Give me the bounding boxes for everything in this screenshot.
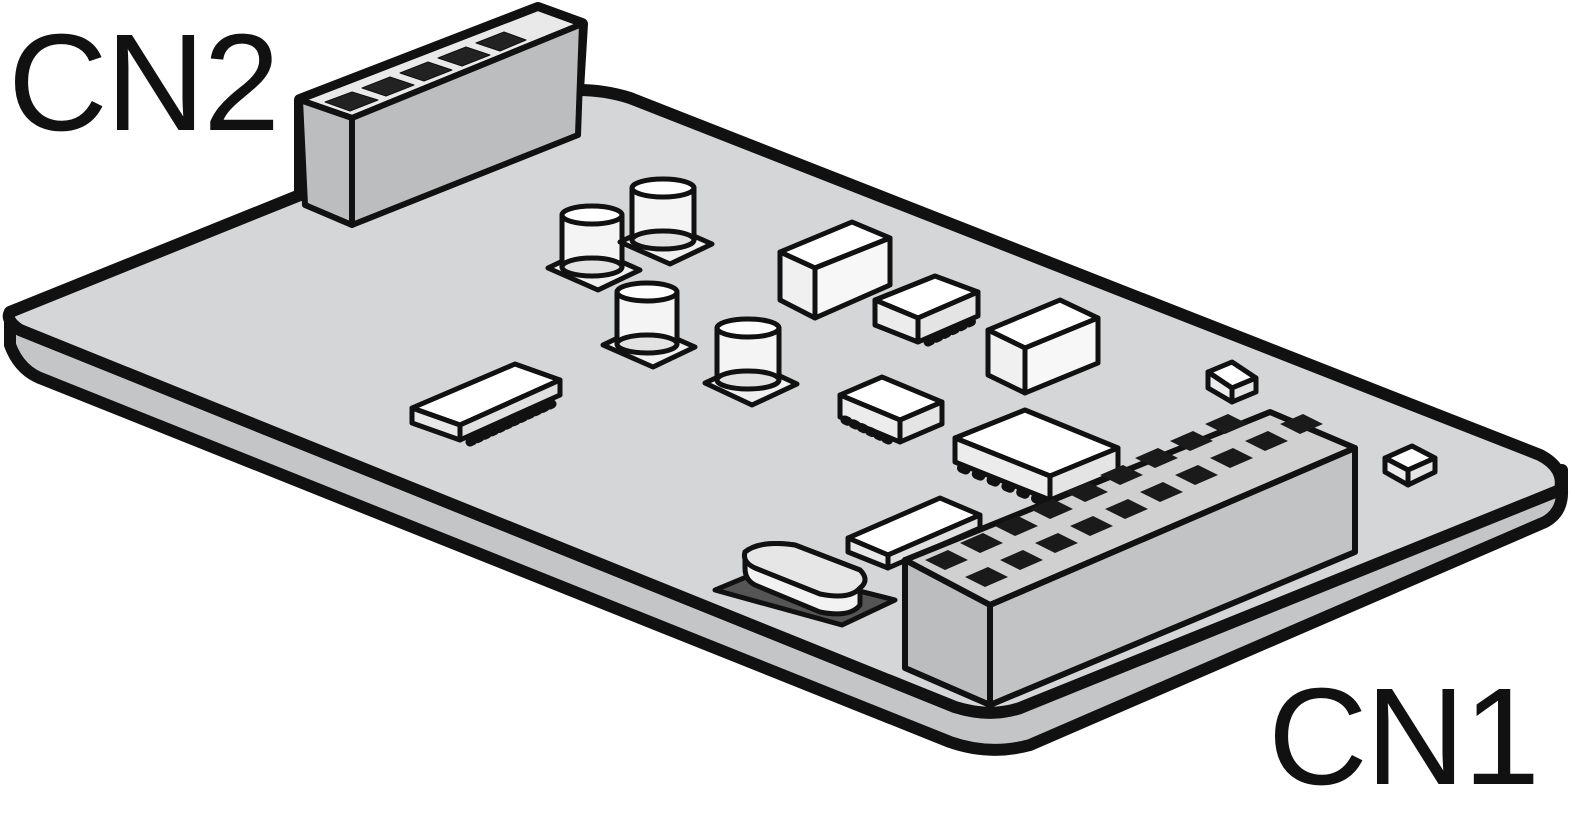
crystal-oscillator — [712, 541, 898, 628]
cn2-label: CN2 — [8, 6, 280, 160]
ic-chip-large — [952, 407, 1121, 505]
capacitor-3 — [600, 280, 698, 370]
cn2-connector — [297, 5, 585, 228]
smd-part-2 — [1382, 443, 1438, 488]
capacitor-2 — [617, 176, 715, 267]
capacitor-4 — [702, 316, 800, 408]
cn1-label: CN1 — [1268, 660, 1540, 814]
smd-part-1 — [1205, 359, 1259, 405]
ic-chip-left — [409, 361, 563, 447]
capacitor-1 — [545, 203, 643, 293]
component-block-1 — [777, 219, 893, 321]
ic-chip-mid-lower — [837, 374, 945, 447]
component-block-2 — [985, 297, 1101, 396]
ic-chip-mid-upper — [872, 273, 981, 347]
cn1-connector — [902, 409, 1358, 708]
